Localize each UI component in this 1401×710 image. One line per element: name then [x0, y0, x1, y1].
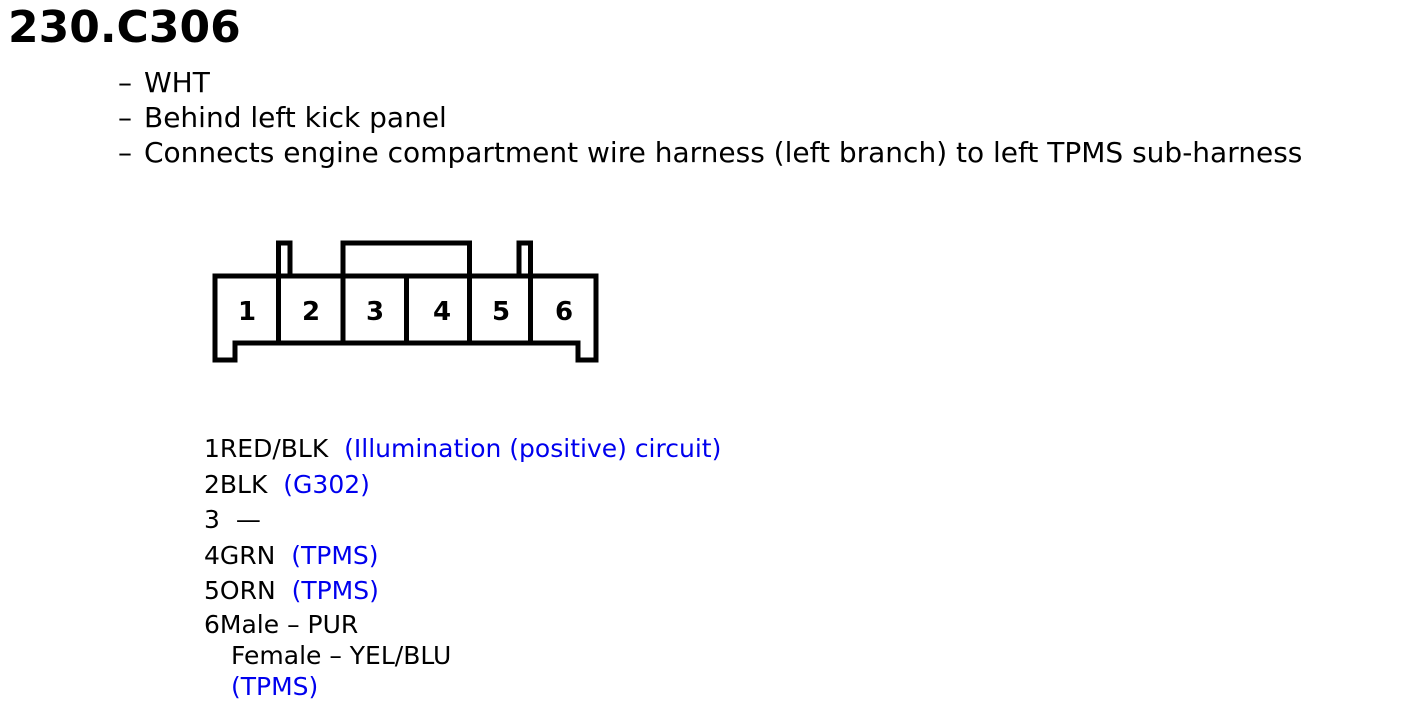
pin-label-4: 4	[433, 297, 451, 327]
circuit-link-tpms[interactable]: (TPMS)	[231, 671, 319, 701]
pin-label-1: 1	[238, 297, 256, 327]
connector-body	[212, 273, 599, 363]
latch-tab-right	[516, 240, 533, 276]
circuit-link-g302[interactable]: (G302)	[283, 469, 370, 499]
circuit-link-tpms[interactable]: (TPMS)	[291, 576, 379, 605]
detail-color: –WHT	[118, 66, 210, 99]
latch-tab-left	[276, 240, 293, 276]
pinout-row-3: 3 —	[204, 505, 261, 534]
bullet-dash: –	[118, 136, 132, 169]
pin-label-5: 5	[492, 297, 510, 327]
circuit-link-illumination[interactable]: (Illumination (positive) circuit)	[344, 434, 722, 463]
pinout-row-6: 6Male – PUR	[204, 609, 359, 639]
pinout-row-4: 4GRN (TPMS)	[204, 540, 379, 570]
detail-location: –Behind left kick panel	[118, 101, 447, 134]
bullet-dash: –	[118, 66, 132, 99]
connector-details: –WHT –Behind left kick panel –Connects e…	[118, 65, 1302, 170]
page-title: 230.C306	[8, 2, 241, 53]
detail-connects: –Connects engine compartment wire harnes…	[118, 136, 1303, 169]
pinout-row-5: 5ORN (TPMS)	[204, 576, 379, 605]
pin-label-2: 2	[302, 297, 320, 327]
pin-label-3: 3	[366, 297, 384, 327]
pinout-list: 1RED/BLK (Illumination (positive) circui…	[204, 431, 721, 702]
pinout-row-2: 2BLK (G302)	[204, 469, 370, 499]
pinout-row-6-female: Female – YEL/BLU	[231, 640, 452, 670]
pin-label-6: 6	[555, 297, 573, 327]
pinout-row-6-circuit: (TPMS)	[204, 671, 721, 702]
circuit-link-tpms[interactable]: (TPMS)	[291, 540, 379, 570]
connector-face-diagram: 1 2 3 4 5 6	[212, 240, 599, 363]
bullet-dash: –	[118, 101, 132, 134]
pinout-row-1: 1RED/BLK (Illumination (positive) circui…	[204, 434, 722, 463]
latch-tab-center	[340, 240, 472, 276]
